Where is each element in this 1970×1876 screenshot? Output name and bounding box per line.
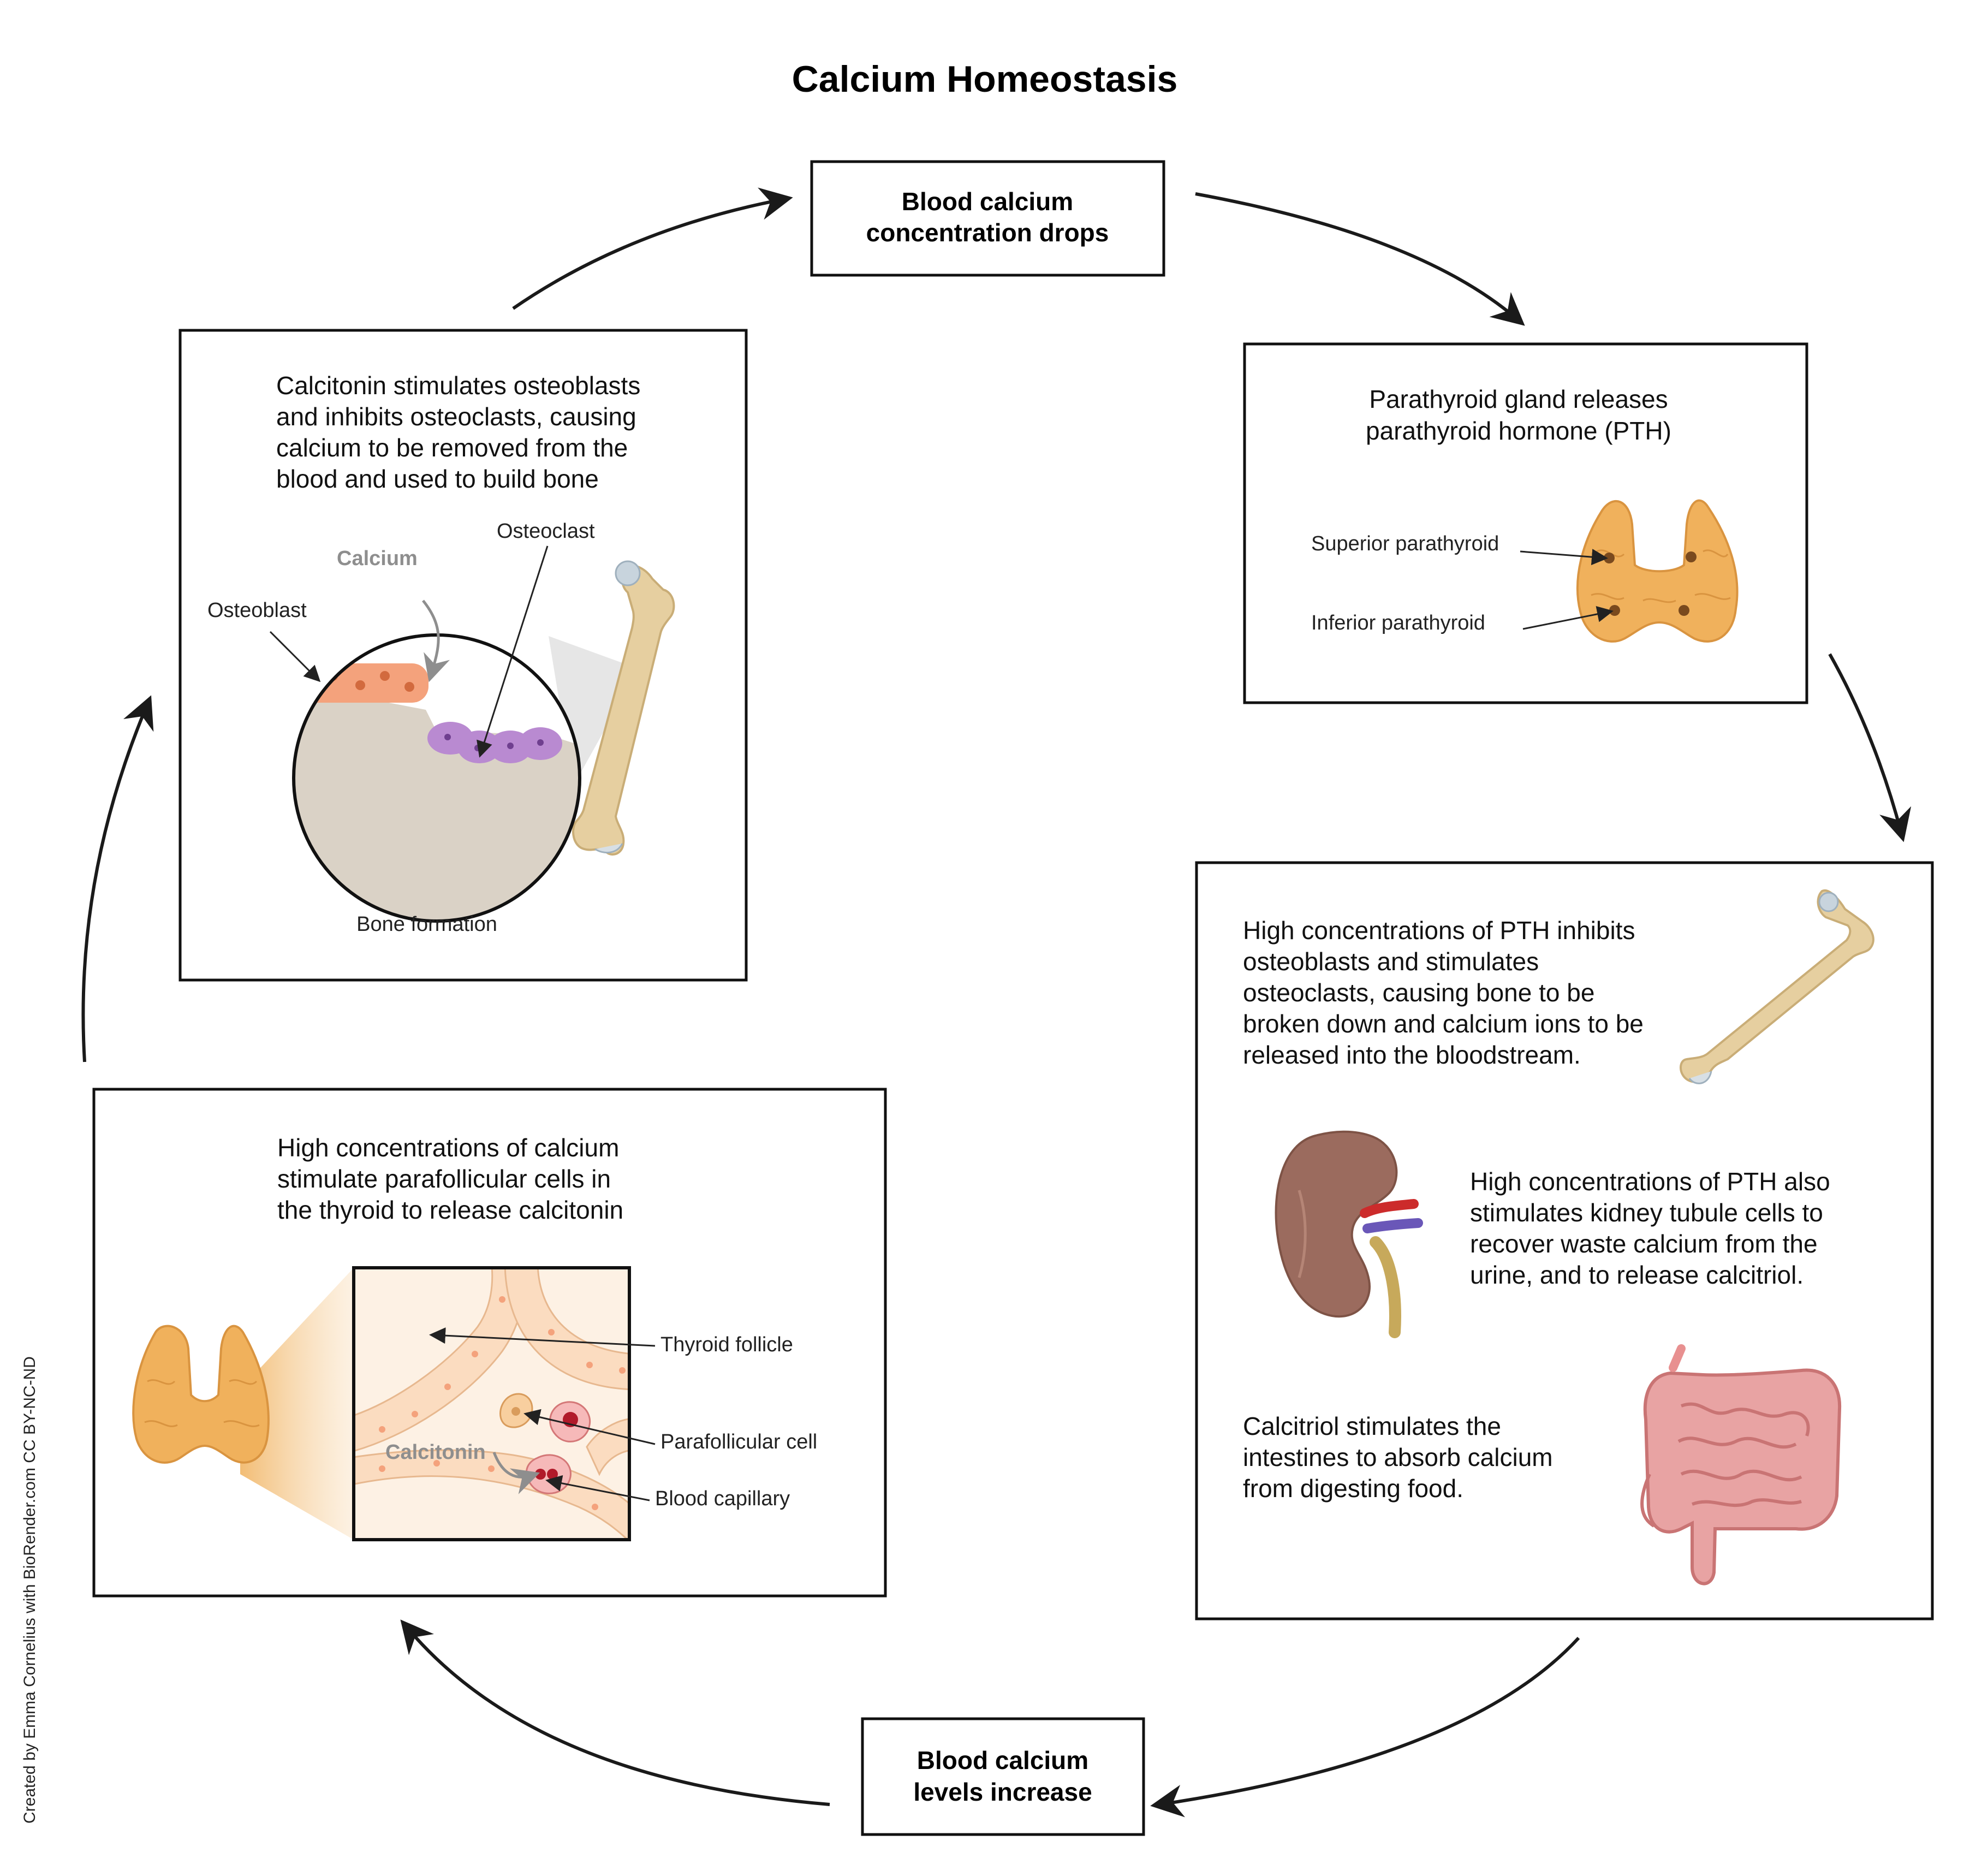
bone-icon: [1680, 889, 1874, 1084]
bone-formation-circle: [292, 633, 581, 923]
osteoclast-leader: [477, 545, 549, 758]
thyroid-follicle-label: Thyroid follicle: [660, 1333, 793, 1356]
pth-intestine-text-1: Calcitriol stimulates the: [1243, 1412, 1501, 1440]
parafollicular-leader: [523, 1409, 656, 1445]
femur-icon: [572, 560, 675, 856]
calcitonin-box: Calcitonin stimulates osteoblasts and in…: [178, 329, 748, 982]
pth-bone-text-2: osteoblasts and stimulates: [1243, 947, 1539, 976]
page-title: Calcium Homeostasis: [792, 58, 1178, 100]
superior-leader: [1520, 549, 1608, 566]
pth-kidney-text-3: recover waste calcium from the: [1470, 1230, 1818, 1258]
blood-capillary-label: Blood capillary: [655, 1487, 790, 1510]
intestines-icon: [1640, 1344, 1842, 1586]
cycle-arrows: [81, 187, 1912, 1818]
superior-parathyroid-label: Superior parathyroid: [1311, 532, 1499, 555]
pth-effects-box: High concentrations of PTH inhibits oste…: [1195, 861, 1934, 1620]
arrow-to-top-node: [512, 187, 793, 310]
thyroid-gland-icon: [1576, 499, 1739, 643]
pth-bone-text-5: released into the bloodstream.: [1243, 1041, 1581, 1069]
thyroid-text-1: High concentrations of calcium: [277, 1133, 619, 1162]
arrow-to-pth-box: [1828, 653, 1912, 842]
node-line-2: concentration drops: [866, 218, 1109, 247]
arrow-to-calcitonin-box: [81, 695, 154, 1062]
capillary-leader: [545, 1475, 650, 1501]
zoom-beam: [240, 1268, 354, 1540]
osteoblast-label: Osteoblast: [207, 599, 307, 622]
parathyroid-text-2: parathyroid hormone (PTH): [1366, 417, 1671, 445]
osteoclast-label: Osteoclast: [497, 520, 595, 543]
calcitonin-text-2: and inhibits osteoclasts, causing: [276, 402, 636, 431]
pth-kidney-text-4: urine, and to release calcitriol.: [1470, 1261, 1804, 1289]
node-line-1: Blood calcium: [902, 187, 1073, 216]
pth-intestine-text-3: from digesting food.: [1243, 1474, 1463, 1503]
inferior-leader: [1522, 605, 1614, 630]
bone-formation-caption: Bone formation: [356, 913, 497, 936]
calcitonin-text-4: blood and used to build bone: [276, 465, 599, 493]
thyroid-gland-icon: [132, 1325, 270, 1464]
calcitonin-label: Calcitonin: [385, 1441, 486, 1464]
parafollicular-cell-label: Parafollicular cell: [660, 1430, 817, 1453]
node-calcium-increase: Blood calcium levels increase: [861, 1717, 1145, 1836]
credit-text: Created by Emma Cornelius with BioRender…: [21, 1356, 39, 1824]
calcitonin-text-3: calcium to be removed from the: [276, 434, 628, 462]
arrow-to-thyroid-box: [400, 1619, 830, 1806]
thyroid-text-2: stimulate parafollicular cells in: [277, 1165, 611, 1193]
pth-bone-text-3: osteoclasts, causing bone to be: [1243, 978, 1594, 1007]
calcium-label: Calcium: [337, 547, 418, 570]
node-calcium-drops: Blood calcium concentration drops: [810, 160, 1165, 277]
thyroid-box: High concentrations of calcium stimulate…: [92, 1088, 887, 1598]
arrow-to-parathyroid-box: [1195, 192, 1525, 326]
follicle-zoom: [352, 1266, 631, 1541]
arrow-to-bottom-node: [1150, 1636, 1580, 1818]
pth-kidney-text-1: High concentrations of PTH also: [1470, 1167, 1830, 1196]
kidney-icon: [1275, 1130, 1423, 1338]
node-line-2: levels increase: [913, 1778, 1092, 1806]
inferior-parathyroid-label: Inferior parathyroid: [1311, 612, 1485, 634]
pth-kidney-text-2: stimulates kidney tubule cells to: [1470, 1198, 1823, 1227]
follicle-leader: [429, 1327, 656, 1347]
parathyroid-box: Parathyroid gland releases parathyroid h…: [1243, 342, 1808, 704]
thyroid-text-3: the thyroid to release calcitonin: [277, 1196, 623, 1224]
calcium-arrow: [422, 599, 450, 682]
pth-bone-text-1: High concentrations of PTH inhibits: [1243, 916, 1635, 945]
parathyroid-text-1: Parathyroid gland releases: [1369, 385, 1668, 413]
node-line-1: Blood calcium: [917, 1746, 1088, 1774]
pth-intestine-text-2: intestines to absorb calcium: [1243, 1443, 1553, 1471]
pth-bone-text-4: broken down and calcium ions to be: [1243, 1010, 1644, 1038]
osteoblast-leader: [269, 631, 321, 682]
calcitonin-arrow: [492, 1452, 540, 1494]
calcitonin-text-1: Calcitonin stimulates osteoblasts: [276, 371, 640, 400]
